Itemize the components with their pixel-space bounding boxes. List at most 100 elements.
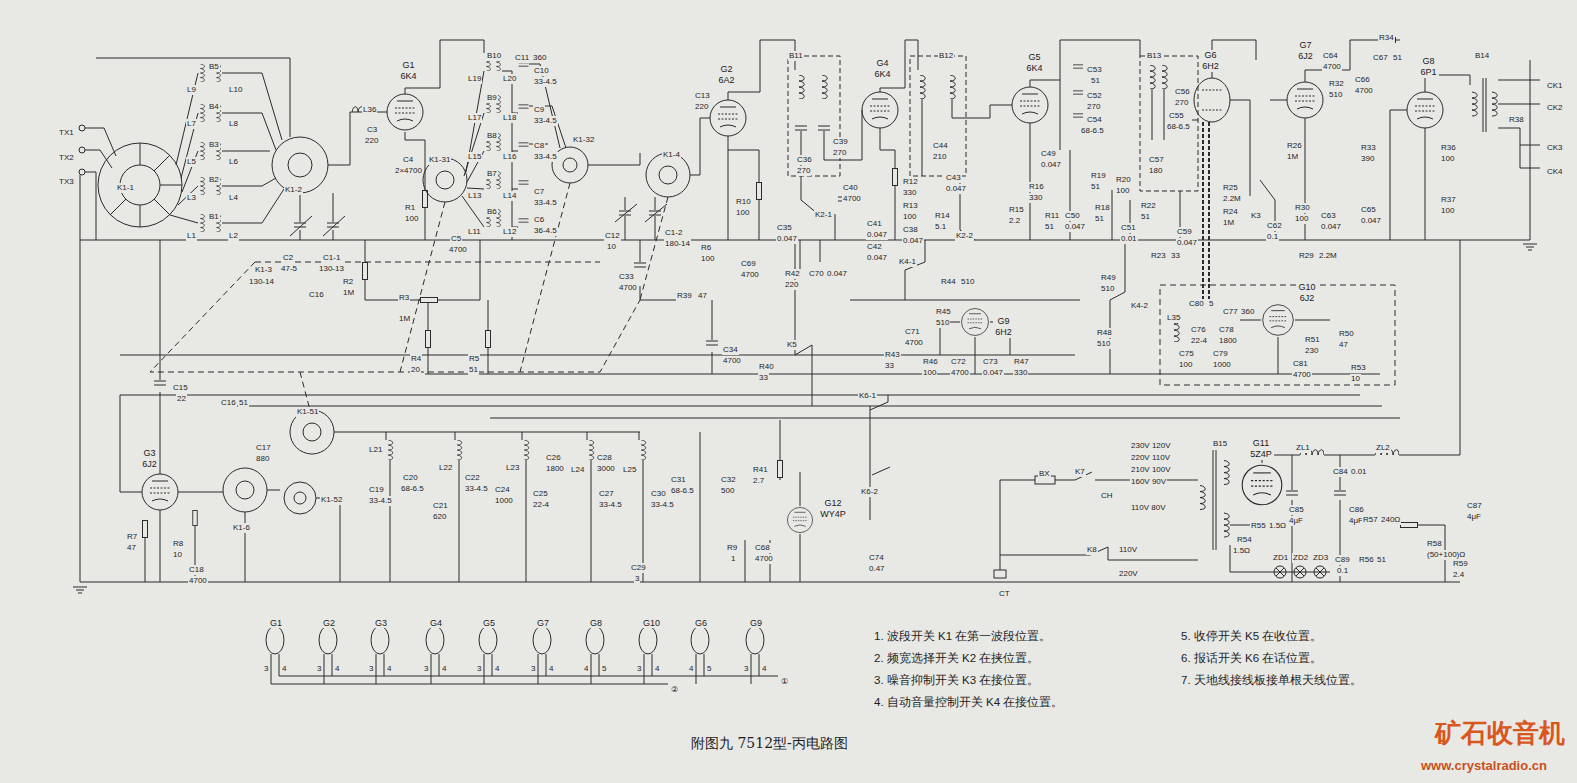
tube-name: G7 [1297,40,1314,51]
label-anchor: C69 [740,252,757,270]
part-label: 220V 110V [1130,453,1171,463]
label-anchor: K1-52 [320,488,343,506]
part-label: 47 [126,543,137,553]
part-label: C38 [902,225,919,235]
part-label: 51 [468,365,479,375]
part-label: 130-14 [248,277,275,287]
part-label: R9 [726,543,738,553]
part-label: 68-6.5 [1080,126,1105,136]
label-anchor: L25 [622,458,637,476]
part-label: 33 [758,373,769,383]
part-label: 5 [706,664,712,674]
part-label: 510 [1096,339,1111,349]
label-anchor: 4 [441,657,447,675]
label-anchor: L2 [228,224,239,242]
label-anchor: R14 [934,204,951,222]
label-anchor: G2 [322,612,336,630]
part-label: C39 [832,137,849,147]
label-anchor: R15 [1008,198,1025,216]
part-label: 0.1 [1266,232,1279,242]
label-anchor: B2 [208,168,220,186]
label-anchor: ZD3 [1312,546,1329,564]
label-anchor: ZD1 [1272,546,1289,564]
part-label: K1-51 [296,407,319,417]
part-label: R49 [1100,273,1117,283]
part-label: R39 [676,291,693,301]
label-anchor: CK4 [1546,160,1564,178]
tube-name: 6K4 [873,69,892,80]
label-anchor: L10 [228,78,243,96]
label-anchor: C4 [402,148,414,166]
label-anchor: K1-31 [428,148,451,166]
label-anchor: K1-2 [284,178,303,196]
part-label: C57 [1148,155,1165,165]
part-label: L13 [467,191,482,201]
label-anchor: L6 [228,150,239,168]
part-label: 20 [410,365,421,375]
part-label: 240Ω [1380,515,1401,525]
part-label: K7 [1074,467,1086,477]
tube-name: 6K4 [399,71,418,82]
label-anchor: C28 [596,446,613,464]
label-anchor: C3 [366,118,378,136]
tube-name: 6J2 [1297,293,1317,304]
part-label: L7 [186,119,197,129]
part-label: 5. 收停开关 K5 在收位置。 [1180,629,1323,643]
part-label: C79 [1212,349,1229,359]
part-label: 0.01 [1350,467,1368,477]
label-anchor: R40 [758,355,775,373]
part-label: K1-2 [284,185,303,195]
label-anchor: C13 [694,84,711,102]
part-label: 0.047 [1360,216,1382,226]
tube-label: G16K4 [398,60,419,82]
part-label: B11 [788,51,804,61]
label-anchor: C76 [1190,318,1207,336]
label-anchor: R8 [172,532,184,550]
part-label: 51 [1044,222,1055,232]
part-label: 33-4.5 [650,500,675,510]
part-label: B2 [208,175,220,185]
part-label: 2.2M [1318,251,1338,261]
label-anchor: C20 [402,466,419,484]
part-label: R10 [735,197,752,207]
label-anchor: C68 [754,536,771,554]
label-anchor: L36 [362,98,377,116]
label-anchor: R18 [1094,196,1111,214]
part-label: R44 [940,277,957,287]
label-anchor: 51 [1376,548,1387,566]
part-label: 360 [1240,307,1255,317]
part-label: K4-2 [1130,301,1149,311]
tube-name: 6H2 [994,327,1013,338]
part-label: K1-6 [232,523,251,533]
part-label: 100 [1440,206,1455,216]
label-anchor: C72 [950,350,967,368]
part-label: 10 [1350,374,1361,384]
label-anchor: G6 [694,612,708,630]
part-label: C44 [932,141,949,151]
part-label: R32 [1328,79,1345,89]
label-anchor: 5 [601,657,607,675]
part-label: 0.047 [1064,222,1086,232]
part-label: 100 [1440,154,1455,164]
tube-label: G96H2 [993,316,1014,338]
part-label: 4700 [1322,62,1342,72]
label-anchor: 360 [1240,300,1255,318]
label-anchor: C87 [1466,494,1483,512]
tube-label: G26A2 [716,64,737,86]
label-anchor: R10 [735,190,752,208]
label-anchor: C17 [255,436,272,454]
part-label: C36 [796,155,813,165]
label-anchor: 3. 噪音抑制开关 K3 在接位置。 [873,670,1040,688]
label-anchor: K7 [1074,460,1086,478]
label-anchor: 5. 收停开关 K5 在收位置。 [1180,626,1323,644]
label-anchor: L9 [186,78,197,96]
part-label: CK4 [1546,167,1564,177]
label-anchor: C53 [1086,58,1103,76]
label-anchor: K1-3 [254,258,273,276]
label-anchor: www.crystalradio.cn [1420,756,1548,774]
part-label: 510 [935,318,950,328]
part-label: 0.047 [866,230,888,240]
label-anchor: C16 [220,391,237,409]
